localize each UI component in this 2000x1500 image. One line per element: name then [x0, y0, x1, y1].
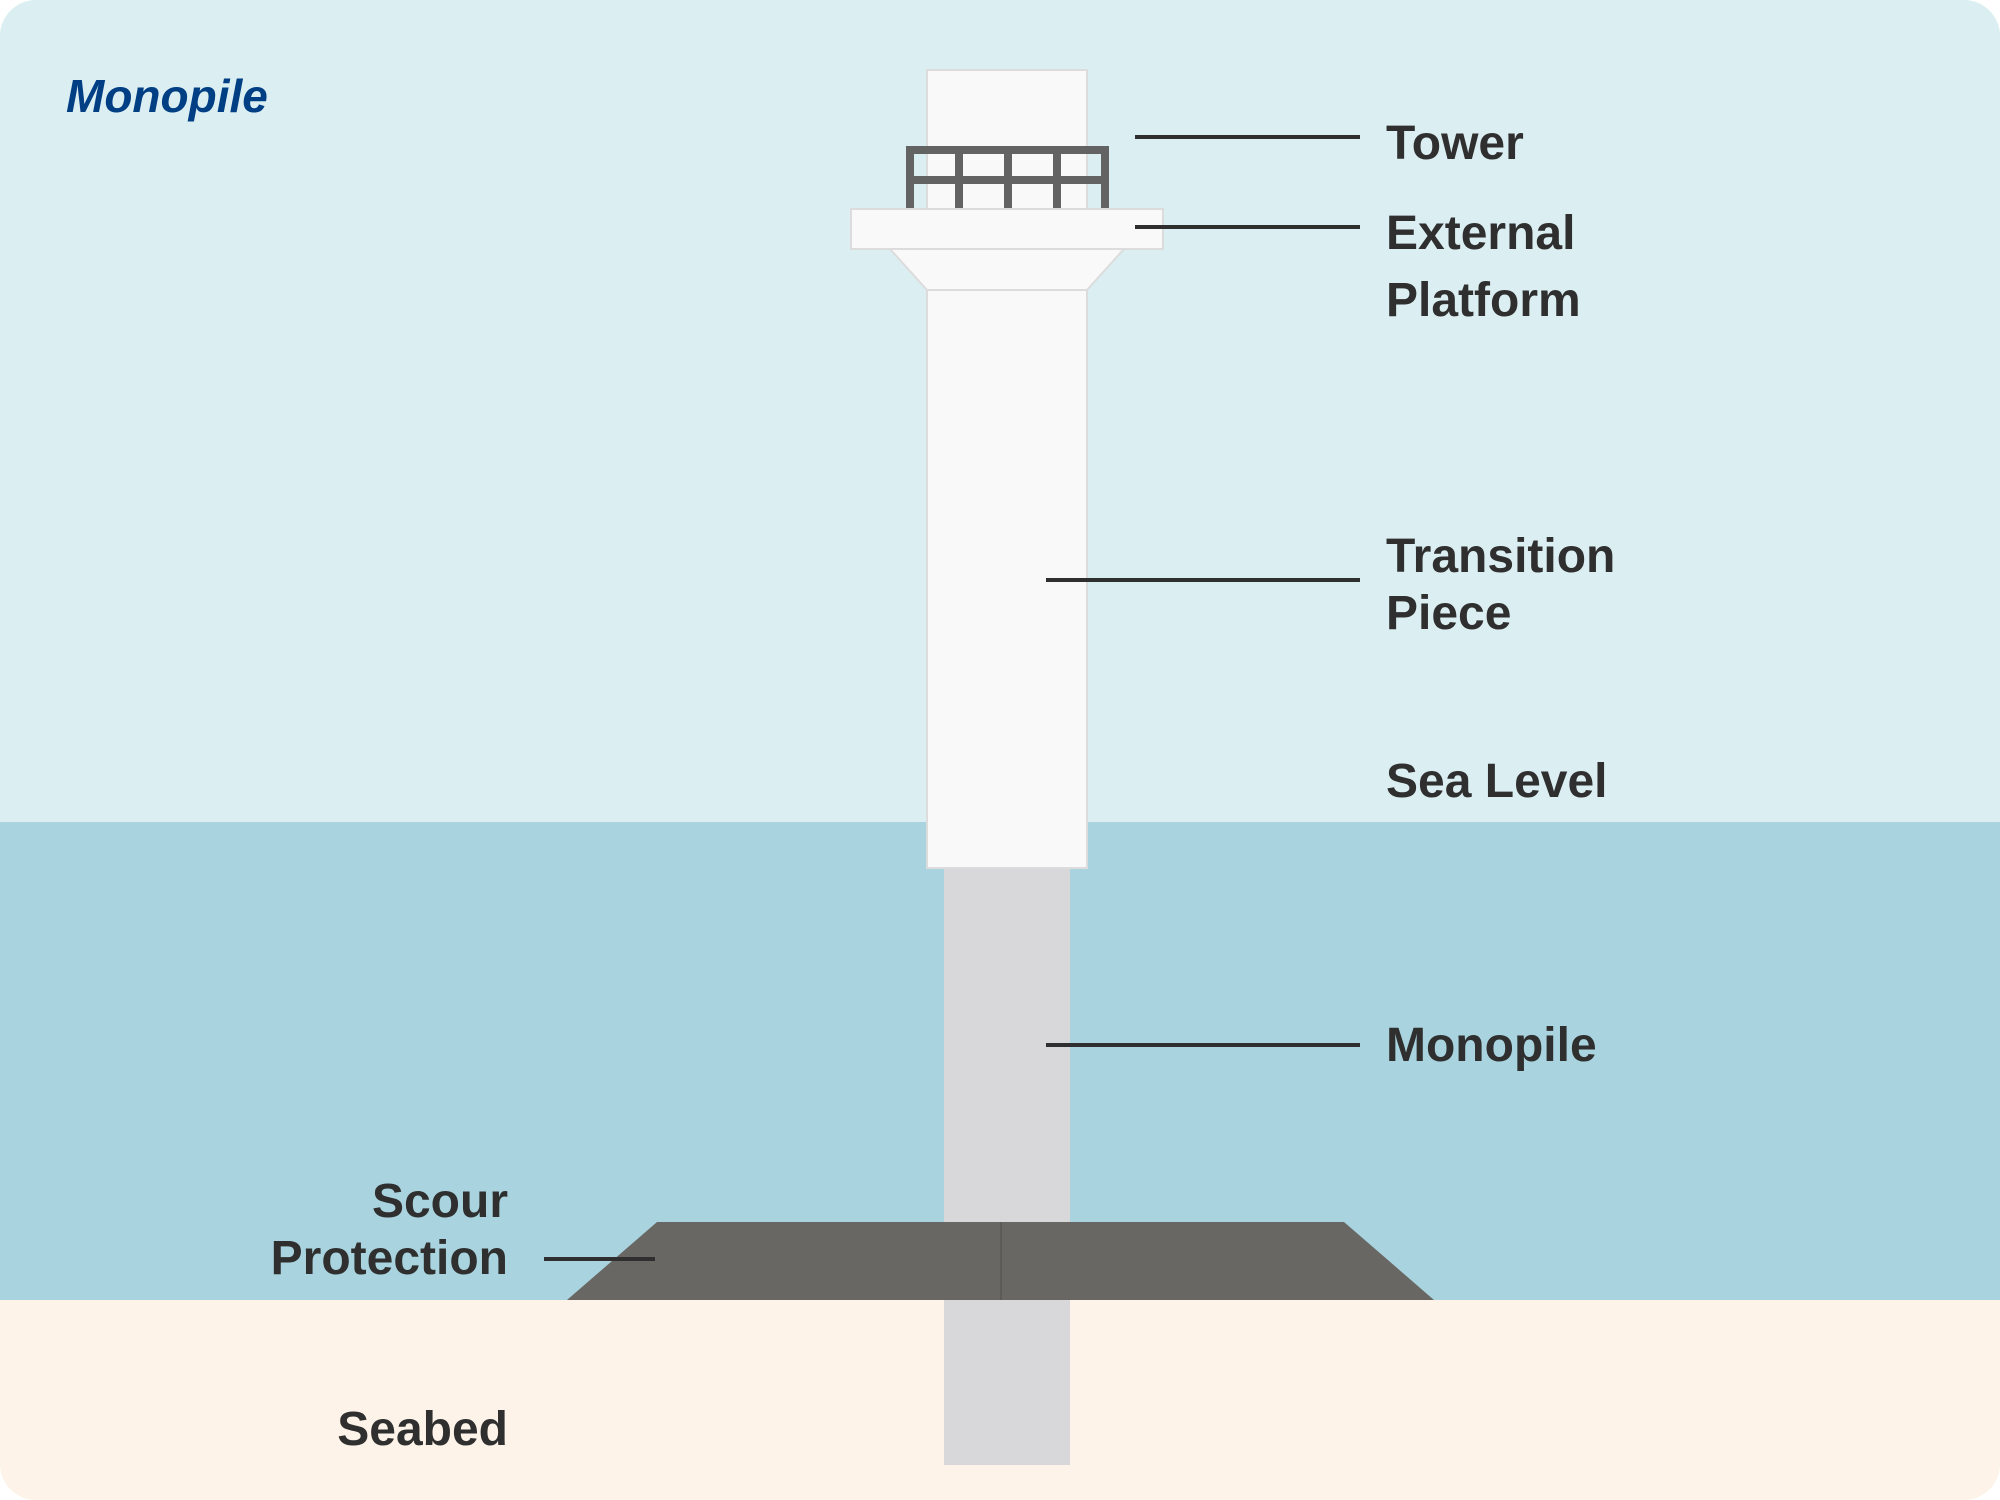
diagram-title: Monopile: [66, 70, 268, 122]
railing-front: [906, 146, 1109, 210]
monopile-label: Monopile: [1386, 1019, 1597, 1072]
platform-support: [887, 248, 1127, 291]
sea-level-label: Sea Level: [1386, 755, 1607, 808]
transition-piece-label-line1: Transition: [1386, 530, 1615, 583]
scour-protection-label-line2: Protection: [271, 1232, 508, 1285]
transition-piece-label-line2: Piece: [1386, 587, 1511, 640]
monopile-shaft: [944, 868, 1070, 1465]
external-platform: [850, 208, 1164, 250]
scour-protection-label-line1: Scour: [372, 1175, 508, 1228]
tower-label: Tower: [1386, 117, 1524, 170]
seabed-label: Seabed: [337, 1403, 508, 1456]
leader-lines: [544, 135, 1360, 1261]
external-platform-label-line1: External: [1386, 207, 1575, 260]
external-platform-label-line2: Platform: [1386, 274, 1581, 327]
